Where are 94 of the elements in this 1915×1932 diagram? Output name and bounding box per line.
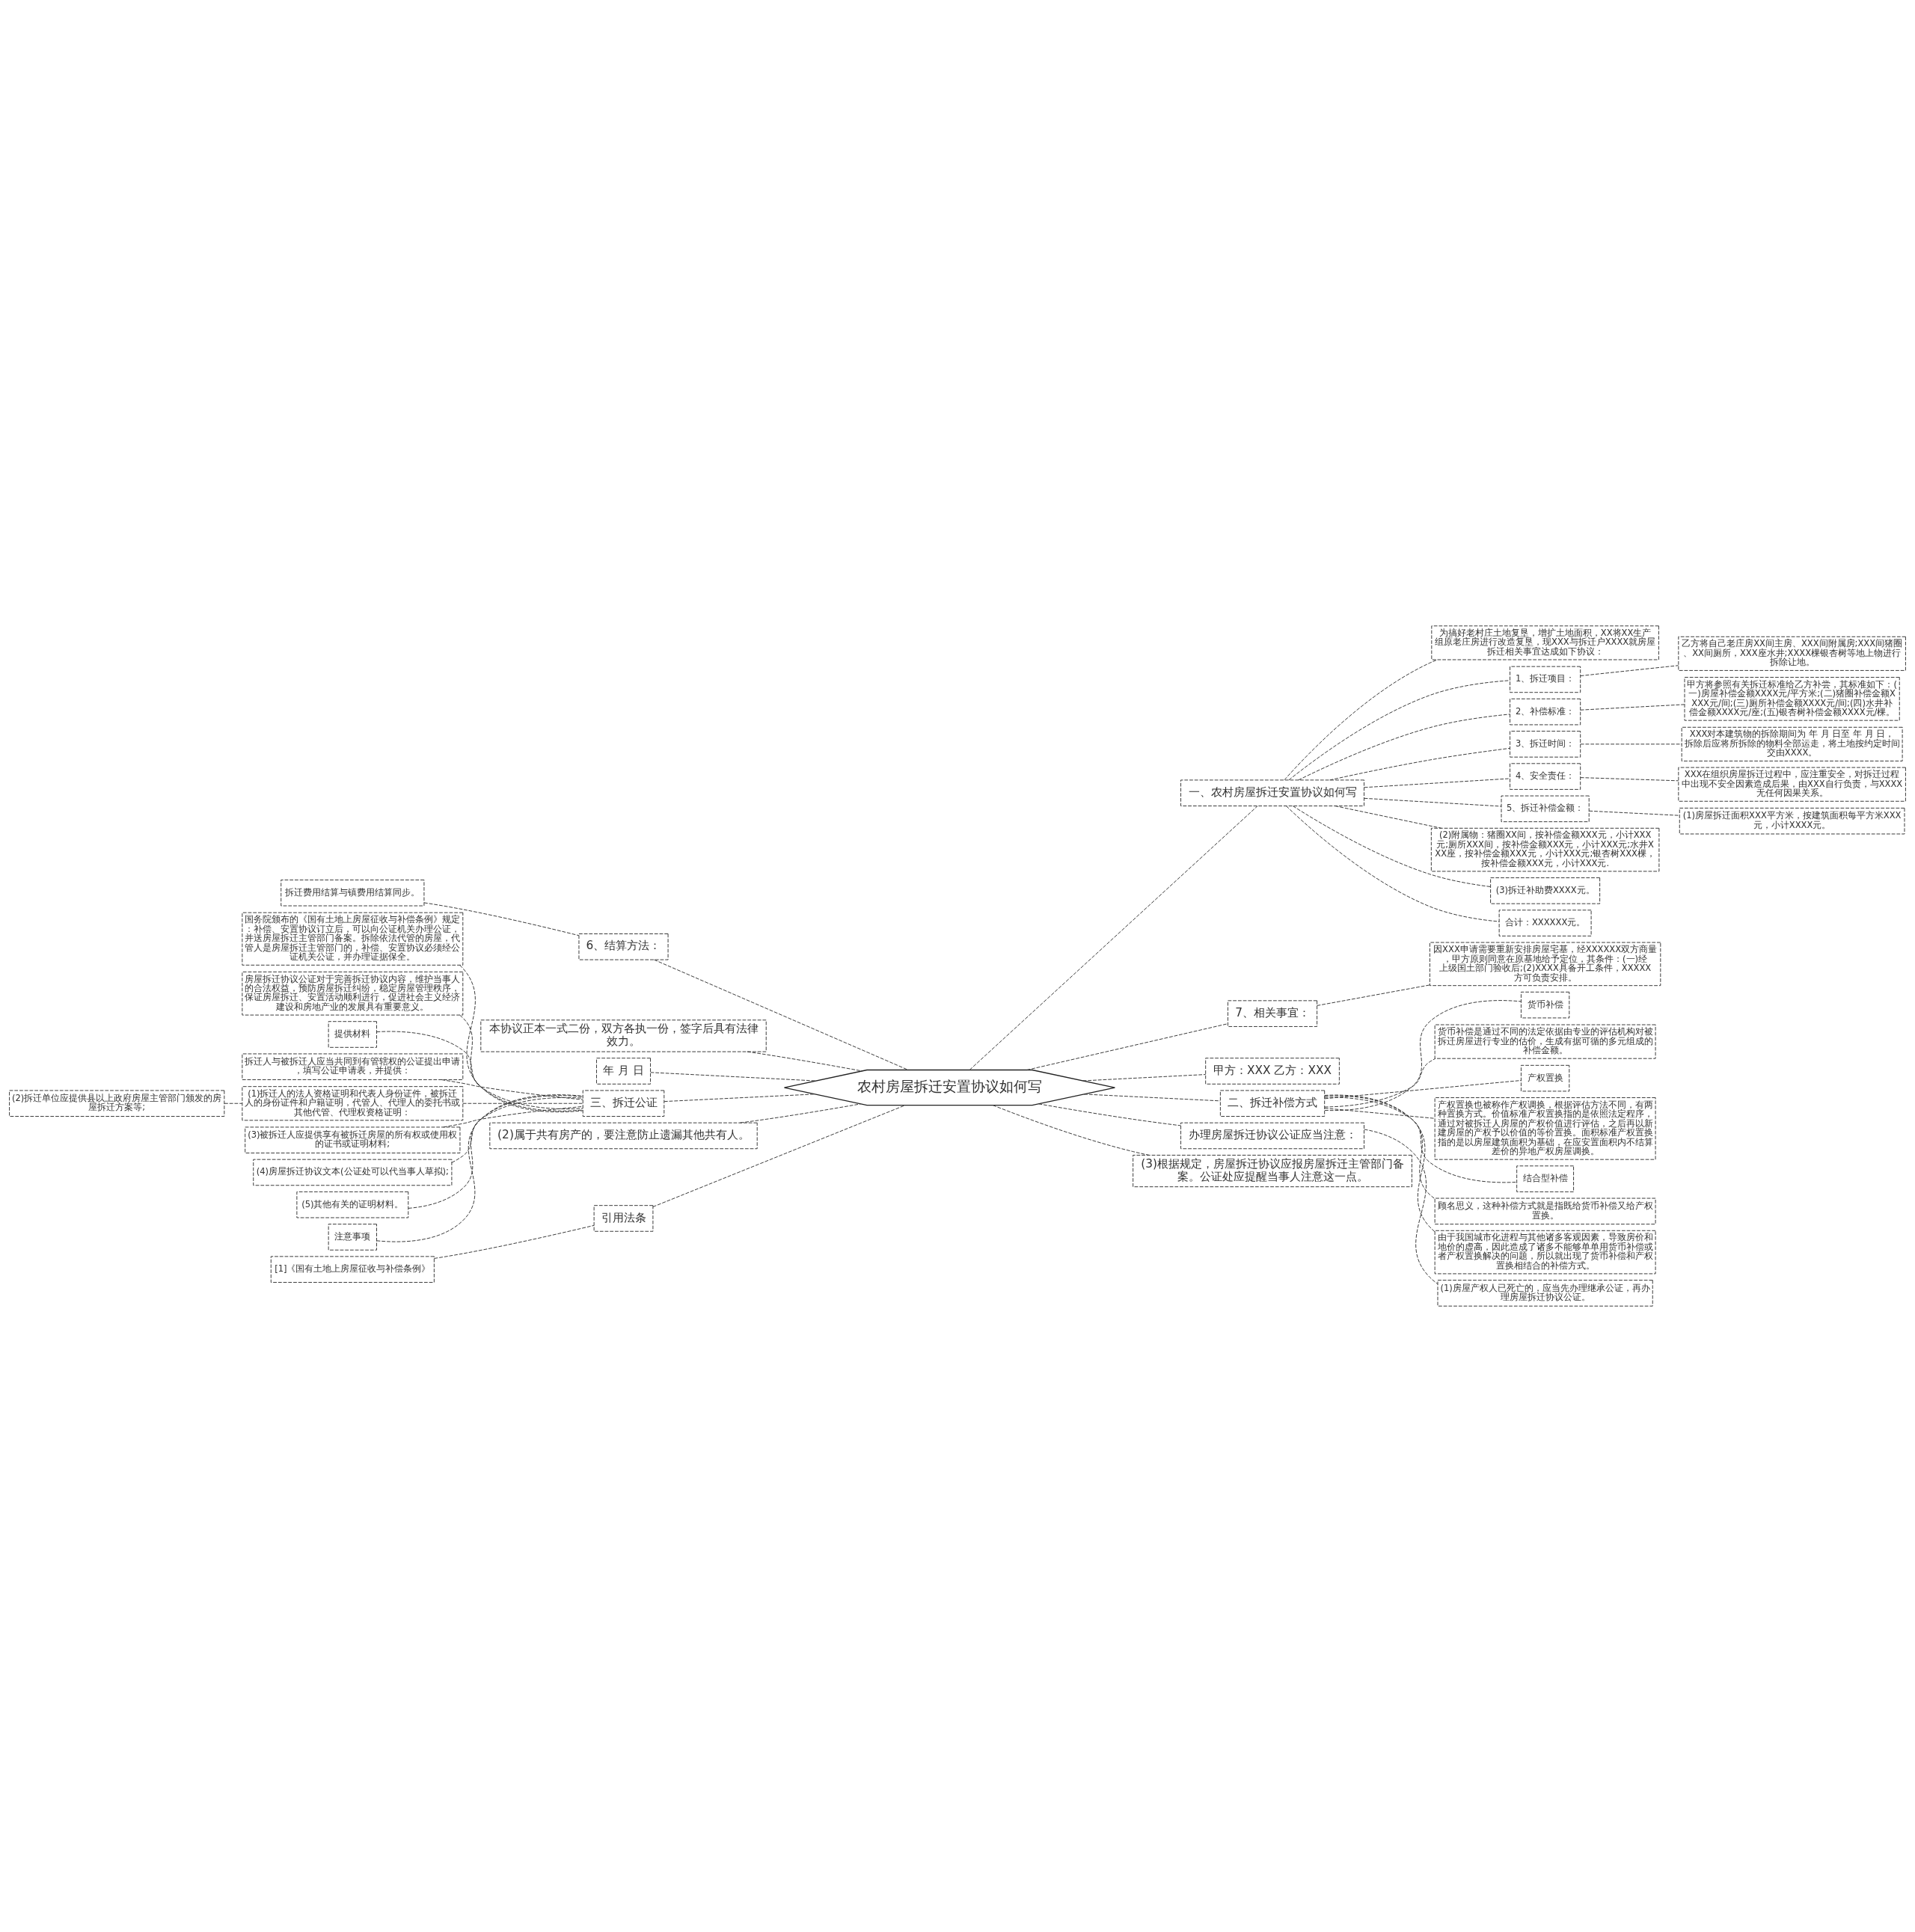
- node-box: 货币补偿是通过不同的法定依据由专业的评估机构对被拆迁房屋进行专业的估价，生成有据可循的多元组成的补偿金额。: [1434, 1024, 1656, 1059]
- node-box: 甲方将参照有关拆迁标准给乙方补尝，其标准如下：(一)房屋补偿金额XXXX元/平方米;(二)猪圈补偿金额XXXX元/间;(三)厕所补偿金额XXXX元/间;(四)水井补偿金额XXXX元/座;(五)银杏树补偿金额XXXX元/棵。: [1684, 677, 1900, 721]
- node-box: (3)拆迁补助费XXXX元。: [1490, 877, 1601, 904]
- connector: [441, 1079, 583, 1100]
- connector: [1580, 777, 1679, 782]
- node-box: 注意事项: [328, 1224, 377, 1251]
- connector: [1286, 806, 1500, 922]
- node-box: 结合型补偿: [1516, 1165, 1575, 1192]
- connector: [1589, 810, 1680, 816]
- connector: [1324, 1000, 1522, 1111]
- connector: [664, 1094, 815, 1103]
- connector: [1293, 806, 1492, 887]
- node-box: 提供材料: [328, 1021, 377, 1048]
- node-box: 本协议正本一式二份，双方各执一份，签字后具有法律效力。: [480, 1019, 767, 1052]
- node-box: [1]《国有土地上房屋征收与补偿条例》: [270, 1256, 435, 1283]
- connector: [376, 1031, 583, 1110]
- connector: [459, 1014, 583, 1111]
- connector: [1324, 1080, 1522, 1100]
- connector: [650, 1072, 817, 1082]
- connector: [1026, 1023, 1228, 1070]
- node-box: 二、拆迁补偿方式: [1219, 1090, 1326, 1117]
- connector: [654, 959, 909, 1070]
- node-box: 2、补偿标准：: [1510, 698, 1581, 726]
- connector: [1580, 665, 1679, 676]
- node-box: XXX在组织房屋拆迁过程中，应注重安全，对拆迁过程中出现不安全因素造成后果，由XXX自行负责，与XXXX无任何因果关系。: [1678, 767, 1906, 802]
- node-box: 合计：XXXXXX元。: [1498, 910, 1592, 936]
- node-box: XXX对本建筑物的拆除期间为 年 月 日至 年 月 日，拆除后应将所拆除的物料全部运走，将土地按约定时间交由XXXX。: [1681, 726, 1903, 761]
- node-box: 为搞好老村庄土地复垦，增扩土地面积，XX将XX生产组原老庄房进行改造复垦，现XXX与拆迁户XXXX就房屋拆迁相关事宜达成如下协议：: [1431, 625, 1659, 660]
- node-box: 国务院颁布的《国有土地上房屋征收与补偿条例》规定：补偿、安置协议订立后，可以向公证机关办理公证，并送房屋拆迁主管部门备案。拆除依法代管的房屋，代管人是房屋拆迁主管部门的，补偿、安置协议必须经公证机关公证，并办理证据保全。: [242, 912, 464, 966]
- node-box: 年 月 日: [596, 1058, 651, 1085]
- node-box: 房屋拆迁协议公证对于完善拆迁协议内容，维护当事人的合法权益，预防房屋拆迁纠纷，稳定房屋管理秩序，保证房屋拆迁、安置活动顺利进行，促进社会主义经济建设和房地产业的发展具有重要意义。: [242, 971, 464, 1016]
- connector: [423, 902, 580, 936]
- connector: [1284, 659, 1438, 781]
- connector: [1324, 1094, 1436, 1233]
- connector: [1364, 1129, 1438, 1284]
- node-box: 1、拆迁项目：: [1510, 666, 1581, 693]
- node-box: (3)被拆迁人应提供享有被拆迁房屋的所有权或使用权的证书或证明材料;: [245, 1126, 461, 1153]
- node-box: (1)房屋产权人已死亡的，应当先办理继承公证，再办理房屋拆迁协议公证。: [1437, 1280, 1653, 1307]
- connector: [1324, 1058, 1436, 1108]
- connector: [1324, 1108, 1436, 1119]
- node-box: (2)拆迁单位应提供县以上政府房屋主管部门颁发的房屋拆迁方案等;: [9, 1090, 225, 1117]
- node-box: (4)房屋拆迁协议文本(公证处可以代当事人草拟);: [253, 1159, 453, 1186]
- node-box: 3、拆迁时间：: [1510, 731, 1581, 758]
- node-box: (3)根据规定，房屋拆迁协议应报房屋拆迁主管部门备案。公证处应提醒当事人注意这一点。: [1133, 1154, 1412, 1188]
- node-box: 拆迁费用结算与镇费用结算同步。: [281, 879, 425, 907]
- connector: [1298, 714, 1510, 781]
- connector: [224, 1103, 243, 1104]
- connector: [1335, 806, 1442, 829]
- node-box: (5)其他有关的证明材料。: [296, 1191, 409, 1218]
- connector: [462, 1103, 583, 1104]
- node-box: 因XXX申请需要重新安排房屋宅基，经XXXXXX双方商量，甲方原则同意在原基地给予定位，其条件：(一)经上级国土部门验收后;(2)XXXX具备开工条件，XXXXX方可负责安排。: [1429, 942, 1661, 987]
- connector: [1364, 778, 1510, 788]
- node-box: (2)属于共有房产的，要注意防止遗漏其他共有人。: [489, 1122, 758, 1150]
- node-box: 产权置换: [1520, 1064, 1570, 1092]
- node-box: 由于我国城市化进程与其他诸多客观因素，导致房价和地价的虚高，因此造成了诸多不能够单单用货币补偿或者产权置换解决的问题，所以就出现了货币补偿和产权置换相结合的补偿方式。: [1434, 1230, 1656, 1275]
- node-box: 6、结算方法：: [578, 933, 669, 960]
- connector: [1288, 680, 1510, 781]
- node-box: 顾名思义，这种补偿方式就是指既给货币补偿又给产权置换。: [1434, 1197, 1656, 1225]
- node-box: 拆迁人与被拆迁人应当共同到有管辖权的公证提出申请，填写公证申请表，并提供：: [242, 1053, 464, 1080]
- connector: [443, 1105, 583, 1128]
- connector: [1580, 704, 1685, 711]
- connector: [1038, 1103, 1181, 1126]
- connector: [1324, 1097, 1518, 1183]
- connector: [652, 1105, 906, 1207]
- connector: [1082, 1074, 1207, 1082]
- node-box: 乙方将自己老庄房XX间主房、XXX间附属房;XXX间猪圈、XX间厕所，XXX座水井;XXXX棵银杏树等地上物进行拆除让地。: [1678, 636, 1906, 671]
- connector: [992, 1105, 1150, 1156]
- connector: [969, 806, 1258, 1070]
- node-box: 引用法条: [593, 1205, 654, 1232]
- connector: [1329, 747, 1510, 781]
- connector: [1324, 1095, 1436, 1200]
- connector: [739, 1103, 861, 1123]
- node-box: (2)附属物：猪圈XX间，按补偿金额XXX元，小计XXX元;厕所XXX间，按补偿金额XXX元，小计XXX元;水井XXX座，按补偿金额XXX元，小计XXX元;银杏树XXX棵，按补偿金额XXX元，小计XXX元.: [1430, 827, 1660, 872]
- connector: [459, 964, 583, 1113]
- node-box: (1)拆迁人的法人资格证明和代表人身份证件，被拆迁人的身份证件和户籍证明，代管人、代理人的委托书或其他代管、代理权资格证明：: [242, 1086, 464, 1121]
- node-box: 货币补偿: [1520, 991, 1570, 1019]
- node-box: 产权置换也被称作产权调换，根据评估方法不同，有两种置换方式。价值标准产权置换指的是依照法定程序，通过对被拆迁人房屋的产权价值进行评估，之后再以新建房屋的产权予以价值的等价置换。面积标准产权置换指的是以房屋建筑面积为基础，在应安置面积内不结算差价的异地产权房屋调换。: [1434, 1097, 1656, 1160]
- node-box: 办理房屋拆迁协议公证应当注意：: [1180, 1122, 1364, 1150]
- node-box: 5、拆迁补偿金额：: [1501, 795, 1590, 823]
- connector: [408, 1095, 583, 1209]
- node-box: (1)房屋拆迁面积XXX平方米，按建筑面积每平方米XXX元，小计XXXX元。: [1679, 807, 1905, 835]
- connector: [451, 1097, 583, 1163]
- connector: [1364, 797, 1502, 807]
- node-box: 一、农村房屋拆迁安置协议如何写: [1180, 779, 1364, 806]
- node-box: 7、相关事宜：: [1228, 1000, 1318, 1027]
- connector: [747, 1051, 862, 1072]
- connector: [433, 1224, 595, 1259]
- node-box: 4、安全责任：: [1510, 763, 1581, 790]
- connector: [376, 1094, 583, 1242]
- node-box: 三、拆迁公证: [582, 1090, 665, 1117]
- connector: [1580, 743, 1682, 745]
- connector: [1317, 984, 1430, 1006]
- connector: [1083, 1094, 1221, 1102]
- node-box: 甲方：XXX 乙方：XXX: [1205, 1058, 1340, 1085]
